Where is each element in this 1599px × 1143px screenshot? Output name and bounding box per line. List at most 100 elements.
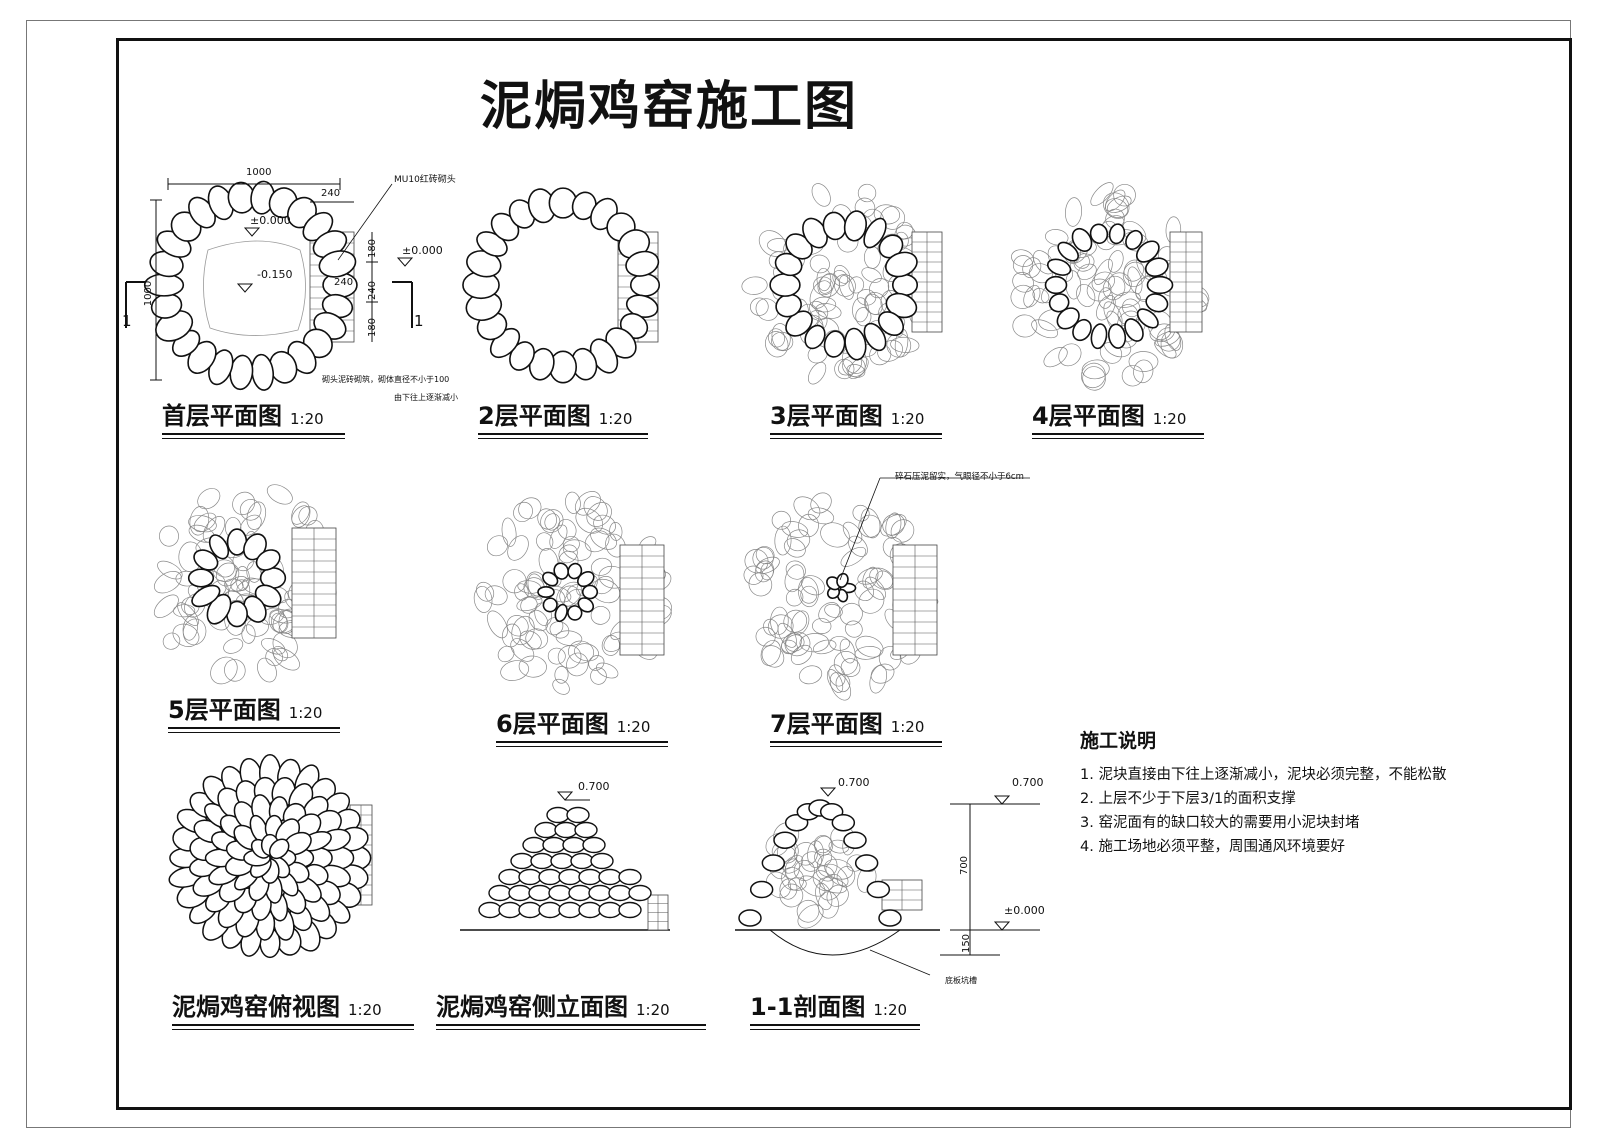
rubble-texture xyxy=(1012,314,1038,338)
mud-block xyxy=(318,250,357,278)
rubble-texture xyxy=(1076,283,1096,307)
mud-block xyxy=(581,584,599,600)
rubble-texture xyxy=(510,638,535,662)
rubble-texture xyxy=(829,672,852,701)
rubble-texture xyxy=(832,269,849,287)
rubble-texture xyxy=(814,835,834,856)
rubble-texture xyxy=(1105,198,1129,218)
rubble-texture xyxy=(173,604,196,618)
rubble-texture xyxy=(890,336,920,353)
rubble-texture xyxy=(797,577,819,608)
rubble-texture xyxy=(840,546,867,567)
rubble-texture xyxy=(818,602,841,623)
rubble-texture xyxy=(779,883,804,908)
mud-block xyxy=(187,568,215,588)
mud-block xyxy=(554,821,578,839)
rubble-texture xyxy=(528,609,549,632)
rubble-texture xyxy=(511,615,535,646)
rubble-texture xyxy=(586,502,612,527)
rubble-texture xyxy=(750,297,769,316)
caption-title: 5层平面图 xyxy=(168,696,281,724)
level-symbol xyxy=(396,257,414,267)
pit-curve xyxy=(769,929,901,956)
rubble-texture xyxy=(601,634,620,656)
rubble-texture xyxy=(1043,347,1068,368)
rubble-texture xyxy=(1094,258,1113,285)
rubble-texture xyxy=(266,484,293,505)
rubble-texture xyxy=(1164,324,1182,351)
mud-block xyxy=(538,901,562,919)
rubble-texture xyxy=(554,666,569,684)
mud-block xyxy=(1136,308,1159,329)
mud-block xyxy=(191,584,221,608)
rubble-texture xyxy=(487,610,508,639)
rubble-texture xyxy=(799,875,826,897)
leader-line xyxy=(337,183,393,261)
rubble-texture xyxy=(807,361,827,385)
rubble-texture xyxy=(744,549,769,574)
rubble-texture xyxy=(1091,271,1115,293)
rubble-texture xyxy=(1098,287,1113,309)
rubble-texture xyxy=(793,496,821,521)
rubble-texture xyxy=(829,636,850,651)
rubble-texture xyxy=(562,535,580,553)
rubble-texture xyxy=(807,507,835,525)
dim-inner: 240 xyxy=(334,277,354,288)
rubble-texture xyxy=(800,585,818,604)
pit-note: 底板坑槽 xyxy=(945,976,977,985)
rubble-texture xyxy=(1065,197,1083,227)
rubble-texture xyxy=(833,651,858,676)
rubble-texture xyxy=(748,572,773,597)
sect-right-zero-level: ±0.000 xyxy=(1004,904,1045,917)
rubble-texture xyxy=(1077,263,1097,281)
caption-scale: 1:20 xyxy=(348,1001,382,1019)
rubble-texture xyxy=(557,518,577,540)
mud-block xyxy=(598,901,622,919)
rubble-texture xyxy=(1012,272,1035,293)
wall-note: 砌头泥砖砌筑，砌体直径不小于100 xyxy=(322,375,450,384)
rubble-texture xyxy=(814,848,833,866)
mud-block xyxy=(577,597,595,613)
rubble-texture xyxy=(557,645,582,669)
rubble-texture xyxy=(1033,250,1055,275)
mud-block xyxy=(618,868,642,886)
mud-block xyxy=(1090,323,1108,350)
rubble-texture xyxy=(593,514,616,535)
mud-block xyxy=(548,884,572,902)
rubble-texture xyxy=(1108,250,1124,273)
rubble-texture xyxy=(1010,284,1036,309)
rubble-texture xyxy=(838,275,855,300)
mud-block xyxy=(574,821,598,839)
rubble-texture xyxy=(193,512,217,533)
rubble-texture xyxy=(807,840,824,868)
caption-title: 3层平面图 xyxy=(770,402,883,430)
rubble-texture xyxy=(232,491,256,515)
dim-width: 1000 xyxy=(246,167,272,178)
rubble-texture xyxy=(848,535,868,557)
mud-block xyxy=(537,586,555,598)
rubble-texture xyxy=(583,496,608,521)
rubble-texture xyxy=(182,615,198,641)
rubble-texture xyxy=(815,303,842,319)
rubble-texture xyxy=(847,356,869,379)
rubble-texture xyxy=(513,501,533,523)
rubble-texture xyxy=(153,594,179,618)
mud-block xyxy=(761,854,786,872)
rubble-texture xyxy=(863,246,881,269)
rubble-texture xyxy=(257,657,277,683)
rubble-texture xyxy=(1031,319,1059,339)
mud-block xyxy=(577,571,595,588)
mud-block xyxy=(542,836,566,854)
rubble-texture xyxy=(519,630,542,650)
rubble-texture xyxy=(869,665,887,694)
rubble-texture xyxy=(767,614,794,639)
rubble-texture xyxy=(815,882,833,911)
mud-block xyxy=(608,884,632,902)
dim-base: 150 xyxy=(961,933,973,954)
rubble-texture xyxy=(1022,257,1042,279)
rubble-texture xyxy=(1113,183,1136,207)
